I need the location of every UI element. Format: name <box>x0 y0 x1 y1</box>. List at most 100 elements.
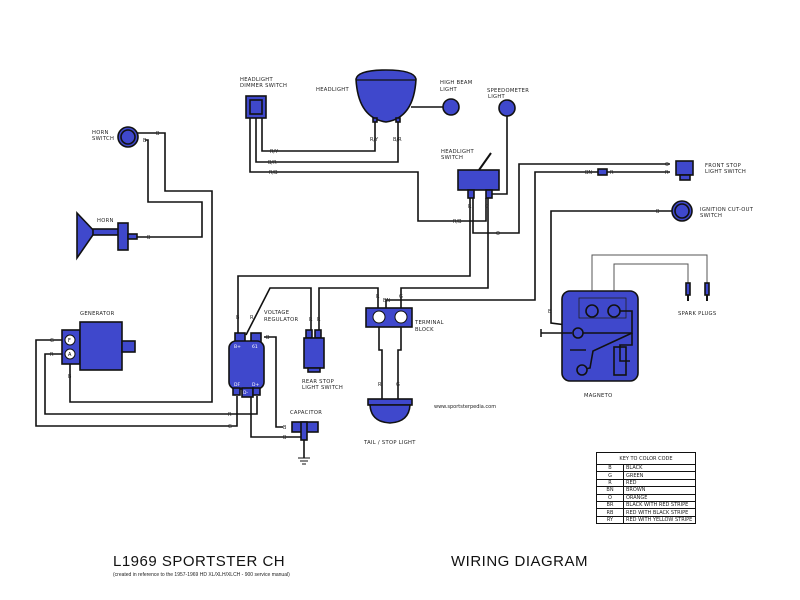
label: GENERATOR <box>80 311 115 317</box>
code: BR <box>596 500 624 510</box>
wire-label: R <box>610 170 614 176</box>
terminal-block: TERMINAL BLOCK <box>365 307 444 333</box>
generator: F A GENERATOR <box>61 311 136 371</box>
rear-stop-light-switch[interactable]: REAR STOP LIGHT SWITCH <box>302 329 343 391</box>
wire-label: R <box>309 317 313 323</box>
capacitor: CAPACITOR <box>290 410 322 465</box>
wire-label: B/R <box>268 160 277 166</box>
label: LIGHT <box>488 94 506 100</box>
label: SWITCH <box>700 213 722 219</box>
speedometer-light: SPEEDOMETER LIGHT <box>487 88 529 117</box>
wire-label: O <box>496 231 500 237</box>
code: B <box>596 463 624 473</box>
wire-label: B <box>143 138 147 144</box>
terminal-label: 61 <box>252 344 258 350</box>
wire-label: R/Y <box>270 149 279 155</box>
headlight-switch[interactable]: HEADLIGHT SWITCH <box>441 149 500 199</box>
wire-label: R <box>468 204 472 210</box>
high-beam-light: HIGH BEAM LIGHT <box>440 80 473 116</box>
label: SWITCH <box>92 136 114 142</box>
label: LIGHT SWITCH <box>705 169 746 175</box>
label: REGULATOR <box>264 317 299 323</box>
horn-switch[interactable]: HORN SWITCH <box>92 126 139 148</box>
color: GREEN <box>623 471 696 480</box>
code: RY <box>596 515 624 525</box>
terminal-f: F <box>68 338 71 344</box>
color: BLACK <box>623 463 696 473</box>
label: TERMINAL <box>414 320 444 326</box>
website-text: www.sportsterpedia.com <box>434 404 497 410</box>
label: REAR STOP <box>302 379 334 385</box>
label: IGNITION CUT-OUT <box>700 207 754 213</box>
terminal-label: D+ <box>252 382 259 388</box>
wire-label: R <box>228 412 232 418</box>
code: BN <box>596 486 624 495</box>
wire-label: B <box>68 374 72 380</box>
label: LIGHT <box>440 87 458 93</box>
ignition-cutout-switch[interactable]: IGNITION CUT-OUT SWITCH <box>671 200 754 222</box>
color: RED <box>623 478 696 488</box>
wire-label: R/B <box>269 170 278 176</box>
front-stop-light-switch[interactable]: FRONT STOP LIGHT SWITCH <box>597 160 746 181</box>
label: HIGH BEAM <box>440 80 473 86</box>
spark-plugs: SPARK PLUGS <box>678 282 716 317</box>
diagram-subtitle: (created in reference to the 1957-1969 H… <box>113 572 290 578</box>
wire-label: R/B <box>453 219 462 225</box>
terminal-label: D- <box>243 390 248 396</box>
wire-label: B <box>156 131 160 137</box>
label: BLOCK <box>415 327 434 333</box>
color: RED WITH BLACK STRIPE <box>623 508 696 517</box>
color: BROWN <box>623 486 696 495</box>
label: SPARK PLUGS <box>678 311 716 317</box>
diagram-heading: WIRING DIAGRAM <box>451 553 588 570</box>
label: TAIL / STOP LIGHT <box>363 440 416 446</box>
headlight-dimmer-switch[interactable]: HEADLIGHT DIMMER SWITCH <box>240 77 287 119</box>
label: VOLTAGE <box>264 310 289 316</box>
code: RB <box>596 508 624 517</box>
magneto: MAGNETO <box>540 290 639 399</box>
wire-label: G <box>399 294 403 300</box>
wire-label: R <box>50 352 54 358</box>
wire-label: R <box>378 382 382 388</box>
wire-label: R <box>665 170 669 176</box>
color: RED WITH YELLOW STRIPE <box>623 515 696 525</box>
headlight: HEADLIGHT <box>316 69 417 123</box>
wire-label: R <box>317 317 321 323</box>
wire-label: G <box>50 338 54 344</box>
wire-labels: B B B R/Y B/R R/B R/Y B/R R/B R G O O R … <box>50 131 669 441</box>
terminal-label: DF <box>234 382 240 388</box>
wire-label: BN <box>383 298 390 304</box>
tail-stop-light: TAIL / STOP LIGHT <box>363 398 416 446</box>
code: O <box>596 493 624 502</box>
terminal-a: A <box>68 352 72 358</box>
wire-label: R <box>376 294 380 300</box>
label: HORN <box>97 218 114 224</box>
wire-label: B <box>236 315 240 321</box>
label: SWITCH <box>441 155 463 161</box>
horn: HORN <box>76 210 138 261</box>
wire-label: G <box>485 204 489 210</box>
label: FRONT STOP <box>705 163 741 169</box>
wire-label: B <box>283 435 287 441</box>
color: ORANGE <box>623 493 696 502</box>
wire-label: B <box>548 309 552 315</box>
wire-label: G <box>396 382 400 388</box>
voltage-regulator: B+ 61 DF D- D+ VOLTAGE REGULATOR <box>228 310 299 398</box>
label: CAPACITOR <box>290 410 322 416</box>
label: HEADLIGHT <box>441 149 474 155</box>
wire-label: R <box>250 315 254 321</box>
wire-label: B <box>656 209 660 215</box>
wire-label: R/Y <box>370 137 379 143</box>
wire-label: B/R <box>393 137 402 143</box>
label: MAGNETO <box>584 393 612 399</box>
diagram-title: L1969 SPORTSTER CH <box>113 553 286 570</box>
label: HEADLIGHT <box>240 77 273 83</box>
label: HORN <box>92 130 109 136</box>
